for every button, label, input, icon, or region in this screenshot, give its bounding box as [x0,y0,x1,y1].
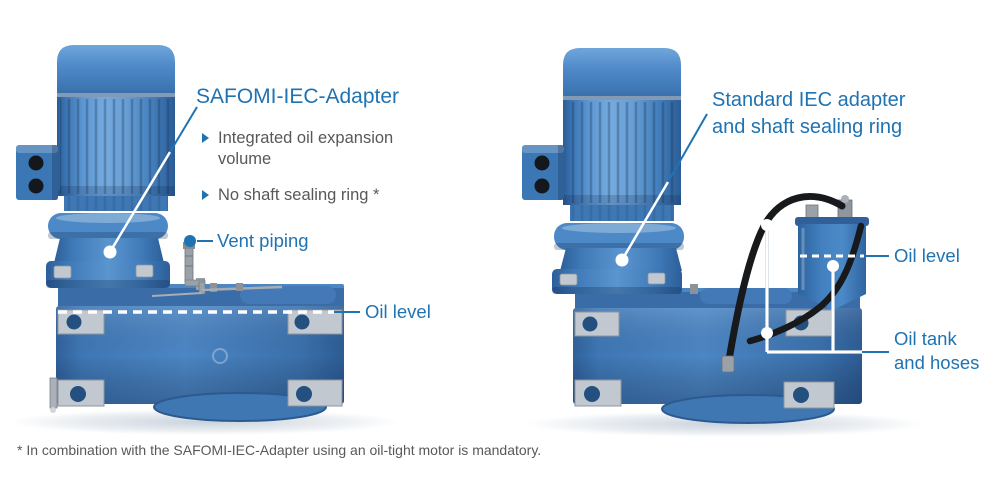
standard-adapter-heading-line1: Standard IEC adapter [712,89,906,111]
standard-adapter-leader-line [615,113,708,267]
left-gear-unit [49,278,344,422]
leader-dot [615,253,629,267]
safomi-adapter-heading: SAFOMI-IEC-Adapter [196,85,400,108]
vent-piping-leader-line [184,235,213,247]
leader-dot [761,327,773,339]
feature-item: No shaft sealing ring * [202,185,400,206]
left-motor [16,45,175,200]
feature-item-label: Integrated oil expansion volume [218,129,394,169]
mounting-feet [57,309,343,407]
right-motor [522,48,681,205]
right-annotations [615,113,889,354]
left-annotations [58,106,360,314]
oil-level-label-left: Oil level [365,301,431,322]
feature-item-label: No shaft sealing ring * [218,186,380,205]
vent-piping-label: Vent piping [217,230,309,251]
standard-adapter-heading-line2: and shaft sealing ring [712,115,903,138]
standard-iec-adapter [552,205,684,294]
safomi-feature-list: Integrated oil expansion volume No shaft… [202,128,400,221]
oil-tank-label-line1: Oil tank [894,328,957,349]
feature-item: Integrated oil expansion volume [202,128,400,170]
leader-dot [761,219,773,231]
oil-tank-bracket-lines [761,219,889,354]
motor-bracket [522,145,566,200]
safomi-iec-adapter [46,196,170,288]
drain-fitting [49,377,58,409]
right-gear-unit [573,282,862,424]
oil-tank-label-line2: and hoses [894,352,980,374]
safomi-leader-line [103,106,198,259]
bullet-triangle-icon [202,133,209,143]
bullet-triangle-icon [202,190,209,201]
bottom-flange-disc [153,392,327,422]
right-machine-illustration [522,48,925,437]
standard-adapter-heading: Standard IEC adapter and shaft sealing r… [712,87,905,140]
leader-dot [184,235,196,247]
left-machine-illustration [10,45,400,435]
ground-shadow [525,411,925,437]
oil-tank-label: Oil tank and hoses [894,327,979,375]
motor-bracket [16,145,60,200]
leader-dot [827,260,839,272]
oil-level-label-right: Oil level [894,245,960,266]
leader-dot [103,245,117,259]
footnote: * In combination with the SAFOMI-IEC-Ada… [17,442,542,458]
